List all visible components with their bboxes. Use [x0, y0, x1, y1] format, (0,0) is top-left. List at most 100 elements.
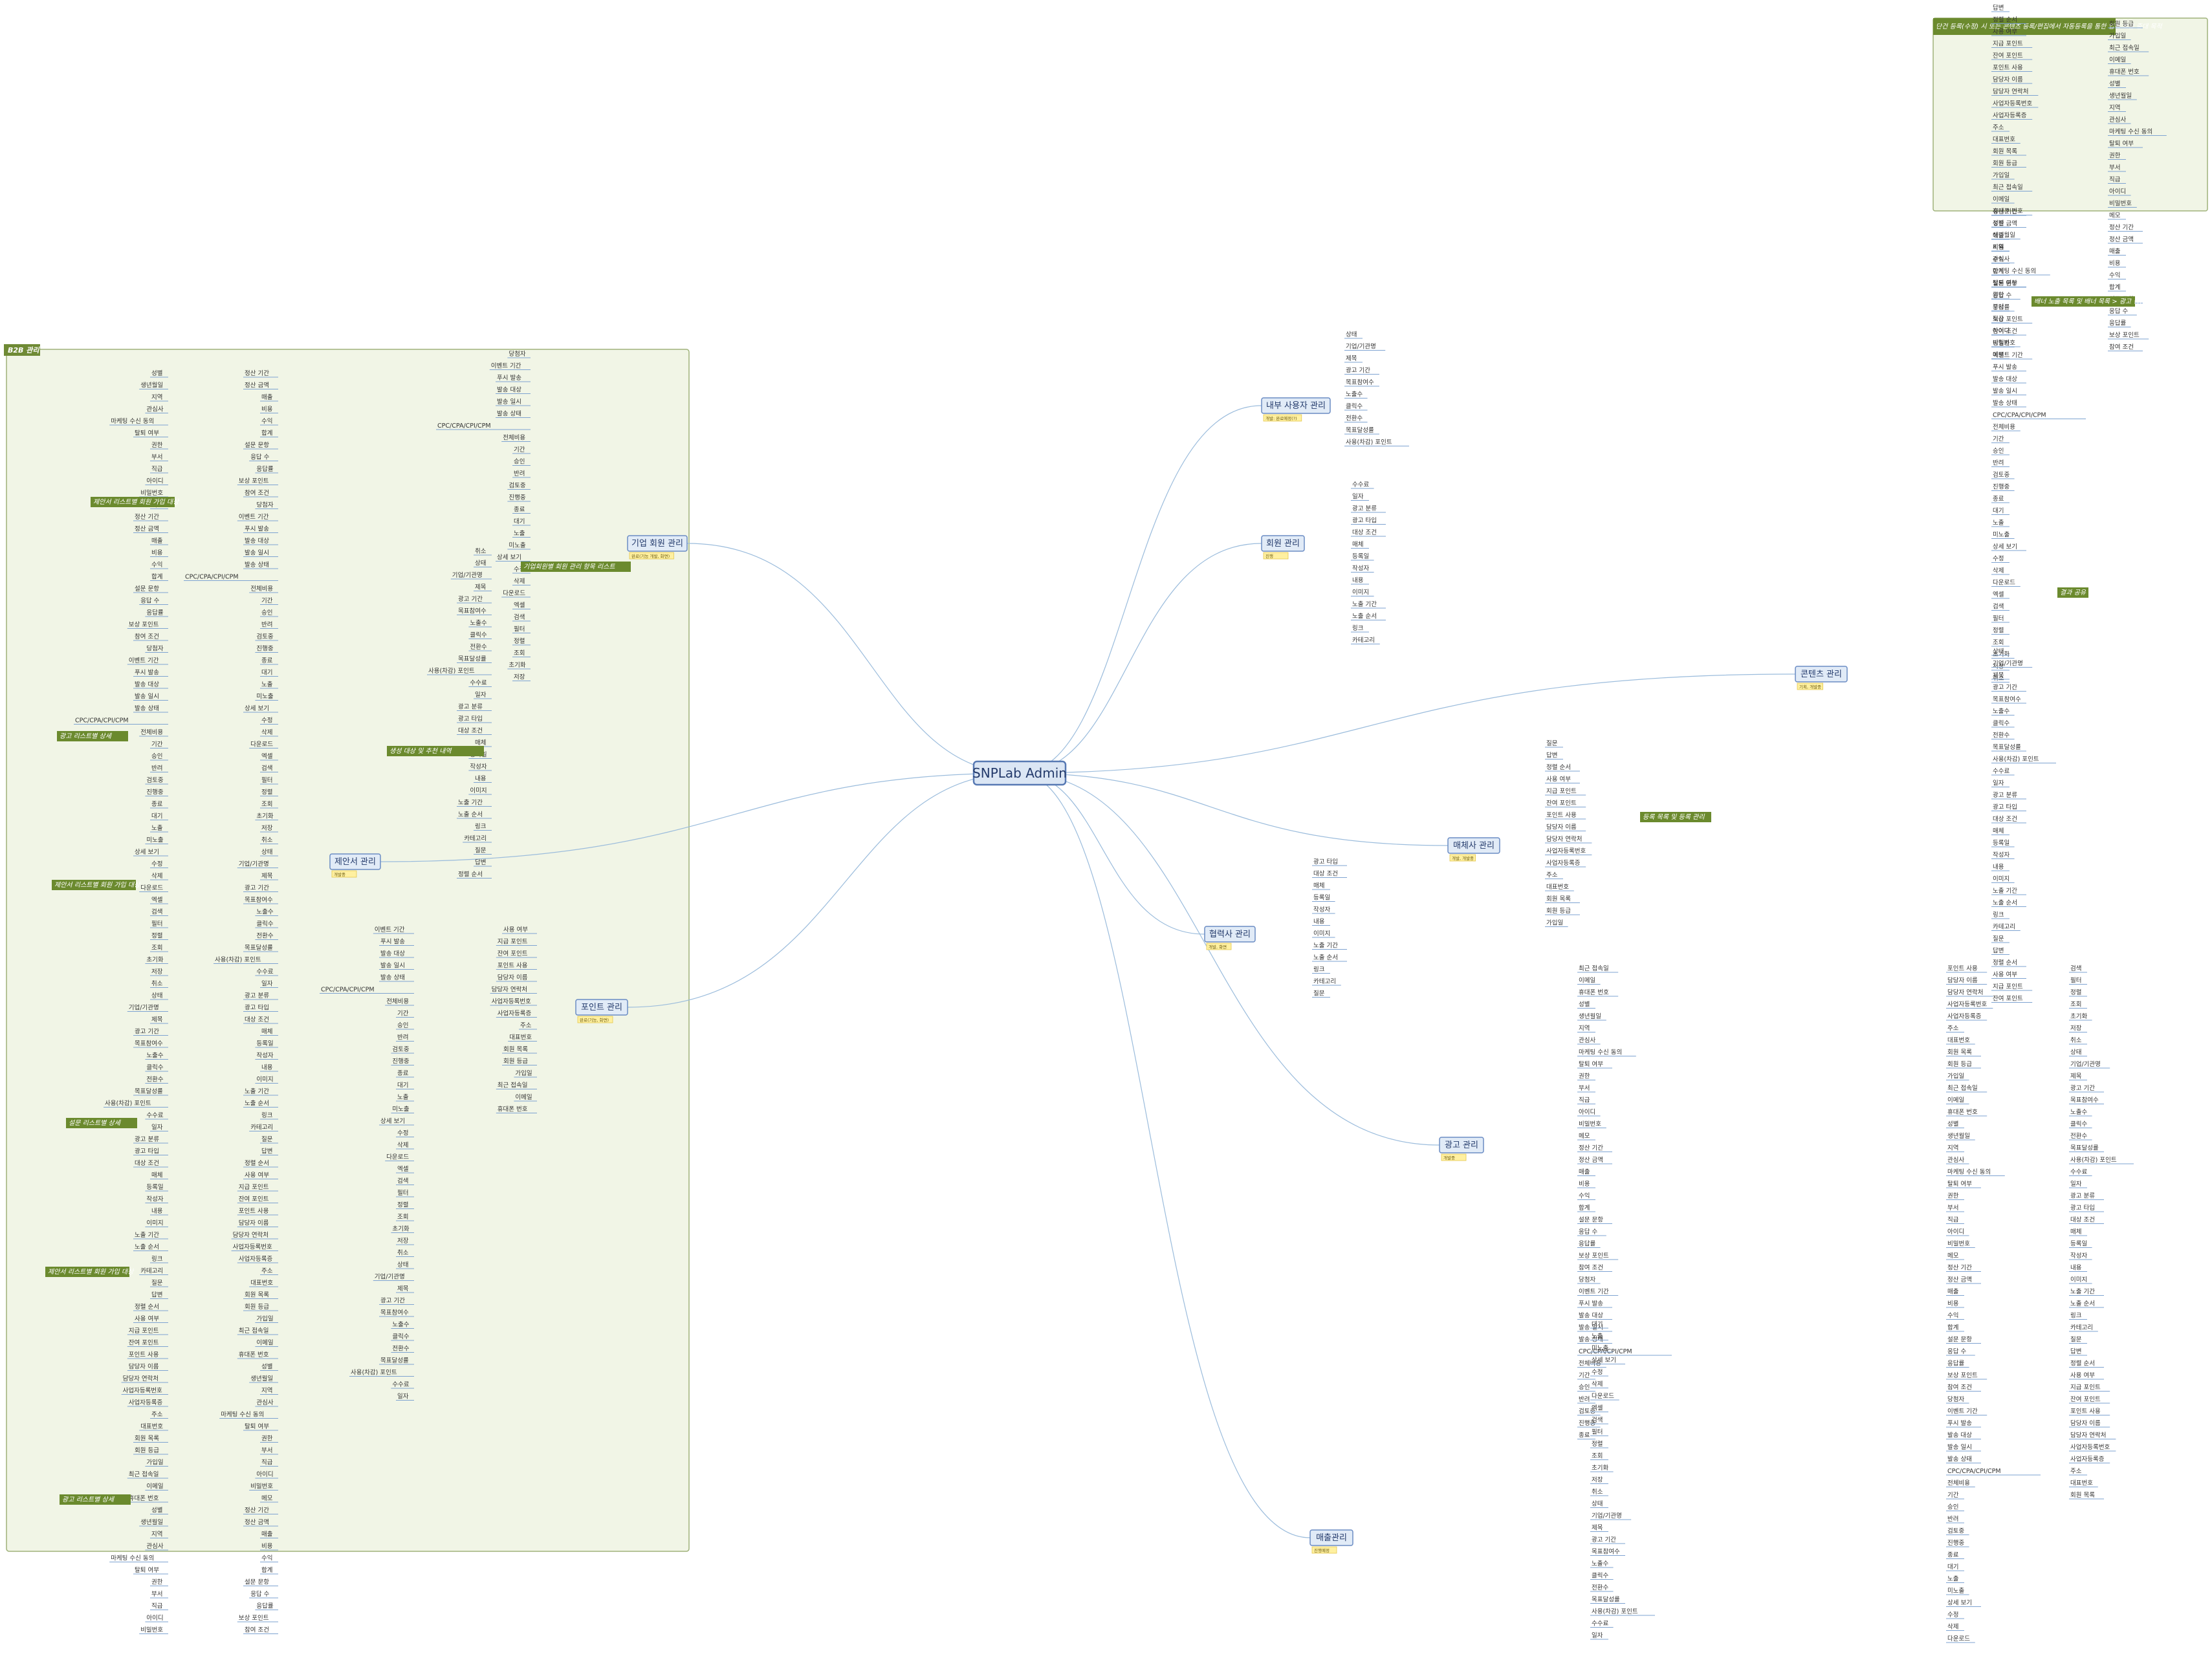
leaf-node[interactable]: 응답 수	[249, 1590, 278, 1599]
leaf-node[interactable]: 조회	[1590, 1453, 1608, 1460]
leaf-node[interactable]: 목표참여수	[243, 896, 278, 904]
leaf-node[interactable]: 사용(차감) 포인트	[2069, 1156, 2134, 1164]
leaf-node[interactable]: 회원 등급	[2108, 21, 2143, 28]
leaf-node[interactable]: 사업자등록번호	[2069, 1443, 2116, 1452]
leaf-node[interactable]: 푸시 발송	[1577, 1300, 1612, 1308]
leaf-node[interactable]: 광고 타입	[2069, 1204, 2104, 1212]
leaf-node[interactable]: 최근 접속일	[496, 1082, 537, 1089]
leaf-node[interactable]: 잔여 포인트	[237, 1196, 278, 1203]
leaf-node[interactable]: 보상 포인트	[1991, 316, 2033, 323]
leaf-node[interactable]: 담당자 연락처	[2069, 1432, 2116, 1439]
leaf-node[interactable]: 권한	[2108, 152, 2126, 160]
leaf-node[interactable]: 탈퇴 여부	[243, 1423, 278, 1431]
leaf-node[interactable]: 이미지	[1312, 930, 1335, 938]
leaf-node[interactable]: 아이디	[1946, 1229, 1969, 1236]
leaf-node[interactable]: 다운로드	[139, 885, 168, 892]
leaf-node[interactable]: 사용 여부	[1991, 971, 2026, 979]
main-node-proposal[interactable]: 제안서 관리	[329, 853, 381, 870]
leaf-node[interactable]: 관심사	[255, 1399, 278, 1407]
leaf-node[interactable]: 정산 금액	[1991, 220, 2026, 228]
leaf-node[interactable]: 담당자 이름	[496, 974, 537, 982]
leaf-node[interactable]: 수정	[1946, 1611, 1964, 1619]
leaf-node[interactable]: 사용(차감) 포인트	[427, 667, 492, 675]
leaf-node[interactable]: 정렬 순서	[1545, 764, 1580, 772]
leaf-node[interactable]: 조회	[1991, 639, 2009, 647]
leaf-node[interactable]: 참여 조건	[243, 489, 278, 497]
leaf-node[interactable]: 발송 일시	[496, 399, 531, 406]
leaf-node[interactable]: 승인	[1946, 1504, 1964, 1511]
leaf-node[interactable]: 제목	[150, 1016, 168, 1024]
leaf-node[interactable]: 합계	[1577, 1204, 1595, 1212]
leaf-node[interactable]: 푸시 발송	[496, 375, 531, 382]
leaf-node[interactable]: 저장	[2069, 1025, 2087, 1032]
leaf-node[interactable]: 목표참여수	[457, 607, 492, 615]
leaf-node[interactable]: 검색	[2069, 965, 2087, 973]
leaf-node[interactable]: 반려	[150, 765, 168, 772]
leaf-node[interactable]: 노출	[396, 1094, 414, 1102]
leaf-node[interactable]: 비밀번호	[2108, 200, 2137, 208]
leaf-node[interactable]: 작성자	[255, 1053, 278, 1060]
leaf-node[interactable]: 지급 포인트	[237, 1184, 278, 1192]
leaf-node[interactable]: 질문	[1312, 990, 1330, 998]
leaf-node[interactable]: 사업자등록증	[496, 1010, 537, 1018]
leaf-node[interactable]: 발송 대상	[243, 538, 278, 545]
leaf-node[interactable]: 권한	[1946, 1192, 1964, 1200]
leaf-node[interactable]: 주소	[1946, 1025, 1964, 1032]
leaf-node[interactable]: 주소	[519, 1022, 537, 1030]
leaf-node[interactable]: 제목	[474, 584, 492, 591]
leaf-node[interactable]: 사용 여부	[2069, 1371, 2104, 1380]
leaf-node[interactable]: 정산 금액	[1946, 1276, 1981, 1284]
leaf-node[interactable]: 기업/기관명	[237, 860, 278, 868]
leaf-node[interactable]: 목표달성률	[1344, 426, 1379, 435]
leaf-node[interactable]: 정렬 순서	[243, 1160, 278, 1168]
leaf-node[interactable]: 검색	[1991, 603, 2009, 611]
leaf-node[interactable]: 응답 수	[1991, 292, 2020, 300]
leaf-node[interactable]: 답변	[474, 858, 492, 867]
leaf-node[interactable]: 직급	[150, 1603, 168, 1610]
leaf-node[interactable]: 답변	[1991, 947, 2009, 955]
leaf-node[interactable]: 수정	[396, 1130, 414, 1137]
leaf-node[interactable]: 정산 기간	[1991, 208, 2026, 216]
leaf-node[interactable]: 대상 조건	[1351, 529, 1386, 537]
leaf-node[interactable]: 정렬 순서	[2069, 1360, 2104, 1368]
leaf-node[interactable]: 목표참여수	[2069, 1097, 2104, 1104]
leaf-node[interactable]: 권한	[1577, 1073, 1595, 1080]
leaf-node[interactable]: 저장	[1590, 1477, 1608, 1484]
leaf-node[interactable]: 반려	[512, 470, 531, 478]
leaf-node[interactable]: 대기	[396, 1082, 414, 1089]
leaf-node[interactable]: 목표달성률	[1590, 1596, 1625, 1604]
leaf-node[interactable]: 휴대폰 번호	[127, 1495, 168, 1503]
leaf-node[interactable]: 정산 기간	[133, 514, 168, 521]
leaf-node[interactable]: 노출 기간	[2069, 1289, 2104, 1296]
leaf-node[interactable]: 목표달성률	[457, 655, 492, 663]
leaf-node[interactable]: 작성자	[468, 763, 492, 771]
leaf-node[interactable]: 응답 수	[139, 597, 168, 605]
leaf-node[interactable]: 수수료	[145, 1112, 168, 1120]
leaf-node[interactable]: 사용(차감) 포인트	[214, 956, 278, 964]
leaf-node[interactable]: 승인	[1577, 1384, 1595, 1392]
leaf-node[interactable]: 비용	[1991, 245, 2009, 252]
leaf-node[interactable]: 다운로드	[1991, 580, 2020, 587]
leaf-node[interactable]: 사업자등록증	[2069, 1456, 2110, 1463]
leaf-node[interactable]: 가입일	[1545, 919, 1568, 927]
leaf-node[interactable]: 필터	[512, 626, 531, 633]
leaf-node[interactable]: 푸시 발송	[243, 526, 278, 533]
leaf-node[interactable]: 회원 목록	[502, 1046, 537, 1054]
leaf-node[interactable]: 종료	[396, 1070, 414, 1078]
leaf-node[interactable]: 최근 접속일	[127, 1470, 168, 1479]
leaf-node[interactable]: 수익	[1577, 1192, 1595, 1200]
leaf-node[interactable]: 필터	[1590, 1428, 1608, 1436]
leaf-node[interactable]: 매출	[150, 538, 168, 545]
leaf-node[interactable]: 등록일	[145, 1184, 168, 1192]
leaf-node[interactable]: 푸시 발송	[1946, 1420, 1981, 1428]
leaf-node[interactable]: 가입일	[255, 1315, 278, 1323]
leaf-node[interactable]: 광고 타입	[457, 715, 492, 723]
leaf-node[interactable]: 참여 조건	[1946, 1384, 1981, 1392]
leaf-node[interactable]: 회원 등급	[1991, 160, 2026, 168]
leaf-node[interactable]: 삭제	[260, 729, 278, 737]
leaf-node[interactable]: 취소	[396, 1250, 414, 1257]
leaf-node[interactable]: 링크	[150, 1255, 168, 1263]
main-node-point[interactable]: 포인트 관리	[575, 999, 628, 1016]
leaf-node[interactable]: 이메일	[145, 1483, 168, 1491]
leaf-node[interactable]: 노출수	[1991, 708, 2015, 715]
